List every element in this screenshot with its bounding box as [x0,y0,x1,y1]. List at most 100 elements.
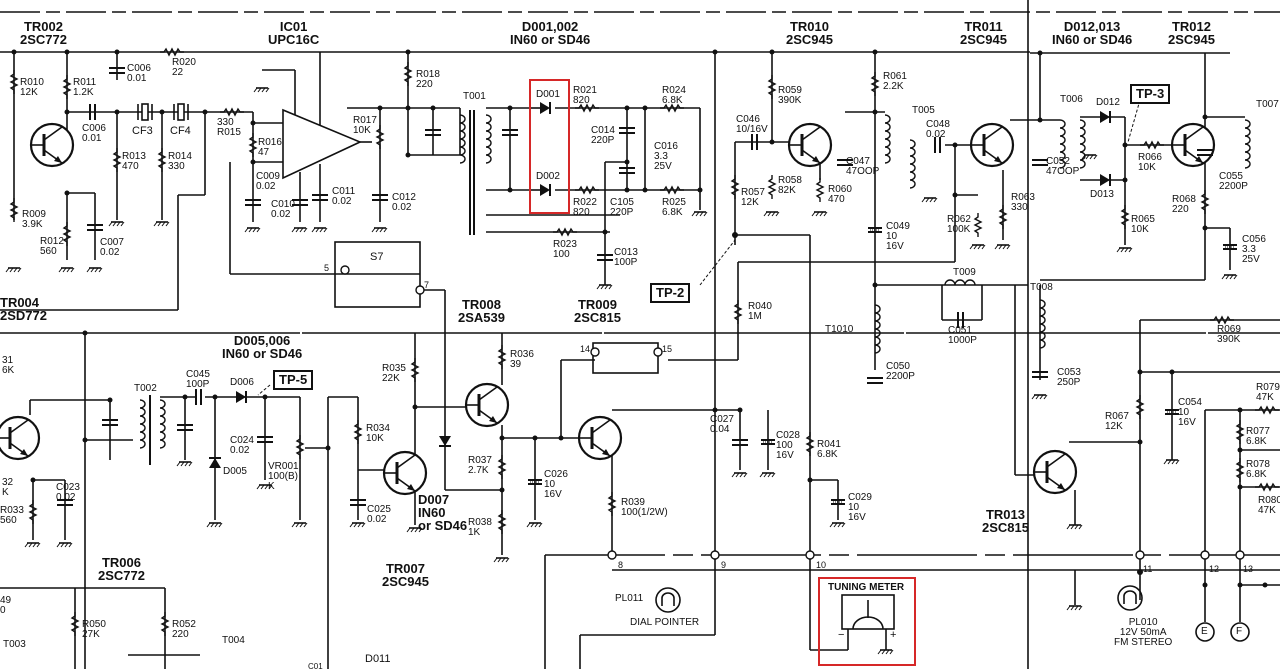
transistor-tr010 [787,122,833,168]
d001-label: D001 [536,89,560,100]
transistor-tr007 [382,450,428,496]
diode-d013 [1099,173,1111,187]
test-point-tp5: TP-5 [273,370,314,390]
t001-label: T001 [463,91,486,102]
d006-label: D006 [230,377,254,388]
pin-10: 10 [816,560,827,570]
diode-d012 [1099,110,1111,124]
lamp-pl011 [655,587,681,613]
tuning-meter-symbol [841,594,895,650]
t006-label: T006 [1060,94,1083,105]
junction-dots [11,49,1268,588]
diode-d006 [235,390,247,404]
diode-d007 [438,435,452,447]
cf3-label: CF3 [132,125,153,137]
output-f-label: F [1236,626,1243,637]
d002-label: D002 [536,171,560,182]
pin-14: 14 [580,344,591,354]
d011-label: D011 [365,653,391,665]
d012-label: D012 [1096,97,1120,108]
t009-label: T009 [953,267,976,278]
s7-label: S7 [370,251,384,263]
t005-label: T005 [912,105,935,116]
t002-label: T002 [134,383,157,394]
transistor-tr013 [1032,449,1078,495]
lamp-pl010 [1117,585,1143,611]
dial-pointer-label: DIAL POINTER [630,617,700,628]
transistor-tr009 [577,415,623,461]
output-e-label: E [1201,626,1208,637]
transistor-tr011 [969,122,1015,168]
t007-label: T007 [1256,99,1279,110]
tuning-meter-minus: − [838,629,845,641]
transistor-tr002 [29,122,75,168]
pin-11: 11 [1143,564,1153,574]
connector-pins [340,265,1245,560]
tuning-meter-plus: + [890,629,897,641]
diode-d005 [208,457,222,469]
s7-pin-5: 5 [324,263,330,273]
